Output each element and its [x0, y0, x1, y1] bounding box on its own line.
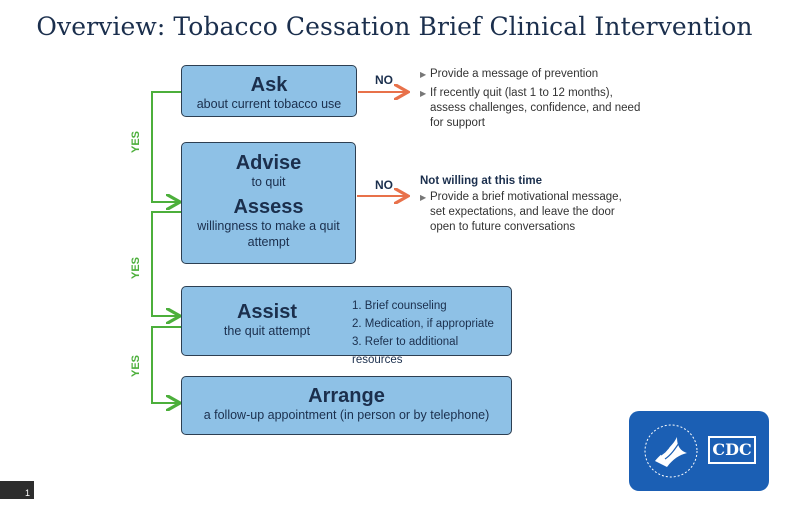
- assess-heading: Assess: [233, 196, 304, 218]
- assess-no-notes: Not willing at this time ▶ Provide a bri…: [420, 174, 635, 235]
- assist-option: 3. Refer to additional resources: [352, 336, 459, 366]
- arrange-subtext: a follow-up appointment (in person or by…: [203, 408, 490, 422]
- yes-connector-assess-assist: [151, 211, 181, 316]
- assist-heading: Assist: [236, 301, 298, 323]
- yes-label-2: YES: [130, 256, 143, 280]
- triangle-bullet-icon: ▶: [420, 70, 427, 79]
- ask-no-notes: ▶ Provide a message of prevention ▶ If r…: [420, 67, 650, 131]
- assist-subtext: the quit attempt: [223, 324, 311, 338]
- assist-option: 1. Brief counseling: [352, 300, 447, 312]
- assist-options-list: 1. Brief counseling 2. Medication, if ap…: [352, 297, 511, 369]
- no-label-ask: NO: [375, 73, 393, 87]
- cdc-wordmark: CDC: [708, 436, 756, 464]
- cdc-logo: CDC: [629, 411, 769, 491]
- arrange-box: Arrange a follow-up appointment (in pers…: [181, 376, 512, 435]
- triangle-bullet-icon: ▶: [420, 89, 427, 98]
- triangle-bullet-icon: ▶: [420, 193, 427, 202]
- not-willing-heading: Not willing at this time: [420, 175, 543, 187]
- note-item: ▶ If recently quit (last 1 to 12 months)…: [420, 87, 641, 129]
- advise-heading: Advise: [235, 152, 302, 174]
- page-number: 1: [0, 481, 34, 499]
- ask-subtext: about current tobacco use: [196, 97, 342, 111]
- note-item: ▶ Provide a brief motivational message, …: [420, 191, 622, 233]
- yes-connector-assist-arrange: [151, 326, 181, 403]
- yes-label-1: YES: [130, 130, 143, 154]
- assist-option: 2. Medication, if appropriate: [352, 318, 494, 330]
- assess-subtext-line2: attempt: [247, 235, 290, 249]
- advise-assess-box: Advise to quit Assess willingness to mak…: [181, 142, 356, 264]
- arrange-heading: Arrange: [308, 385, 385, 407]
- no-label-assess: NO: [375, 178, 393, 192]
- note-item: ▶ Provide a message of prevention: [420, 68, 599, 80]
- ask-box: Ask about current tobacco use: [181, 65, 357, 117]
- yes-connector-ask-advise: [151, 91, 181, 202]
- advise-subtext: to quit: [251, 175, 286, 189]
- hhs-eagle-icon: [644, 424, 698, 478]
- assess-subtext-line1: willingness to make a quit: [197, 219, 340, 233]
- page-title: Overview: Tobacco Cessation Brief Clinic…: [36, 12, 753, 41]
- assist-box: Assist the quit attempt 1. Brief counsel…: [181, 286, 512, 366]
- yes-label-3: YES: [130, 354, 143, 378]
- ask-heading: Ask: [250, 74, 288, 96]
